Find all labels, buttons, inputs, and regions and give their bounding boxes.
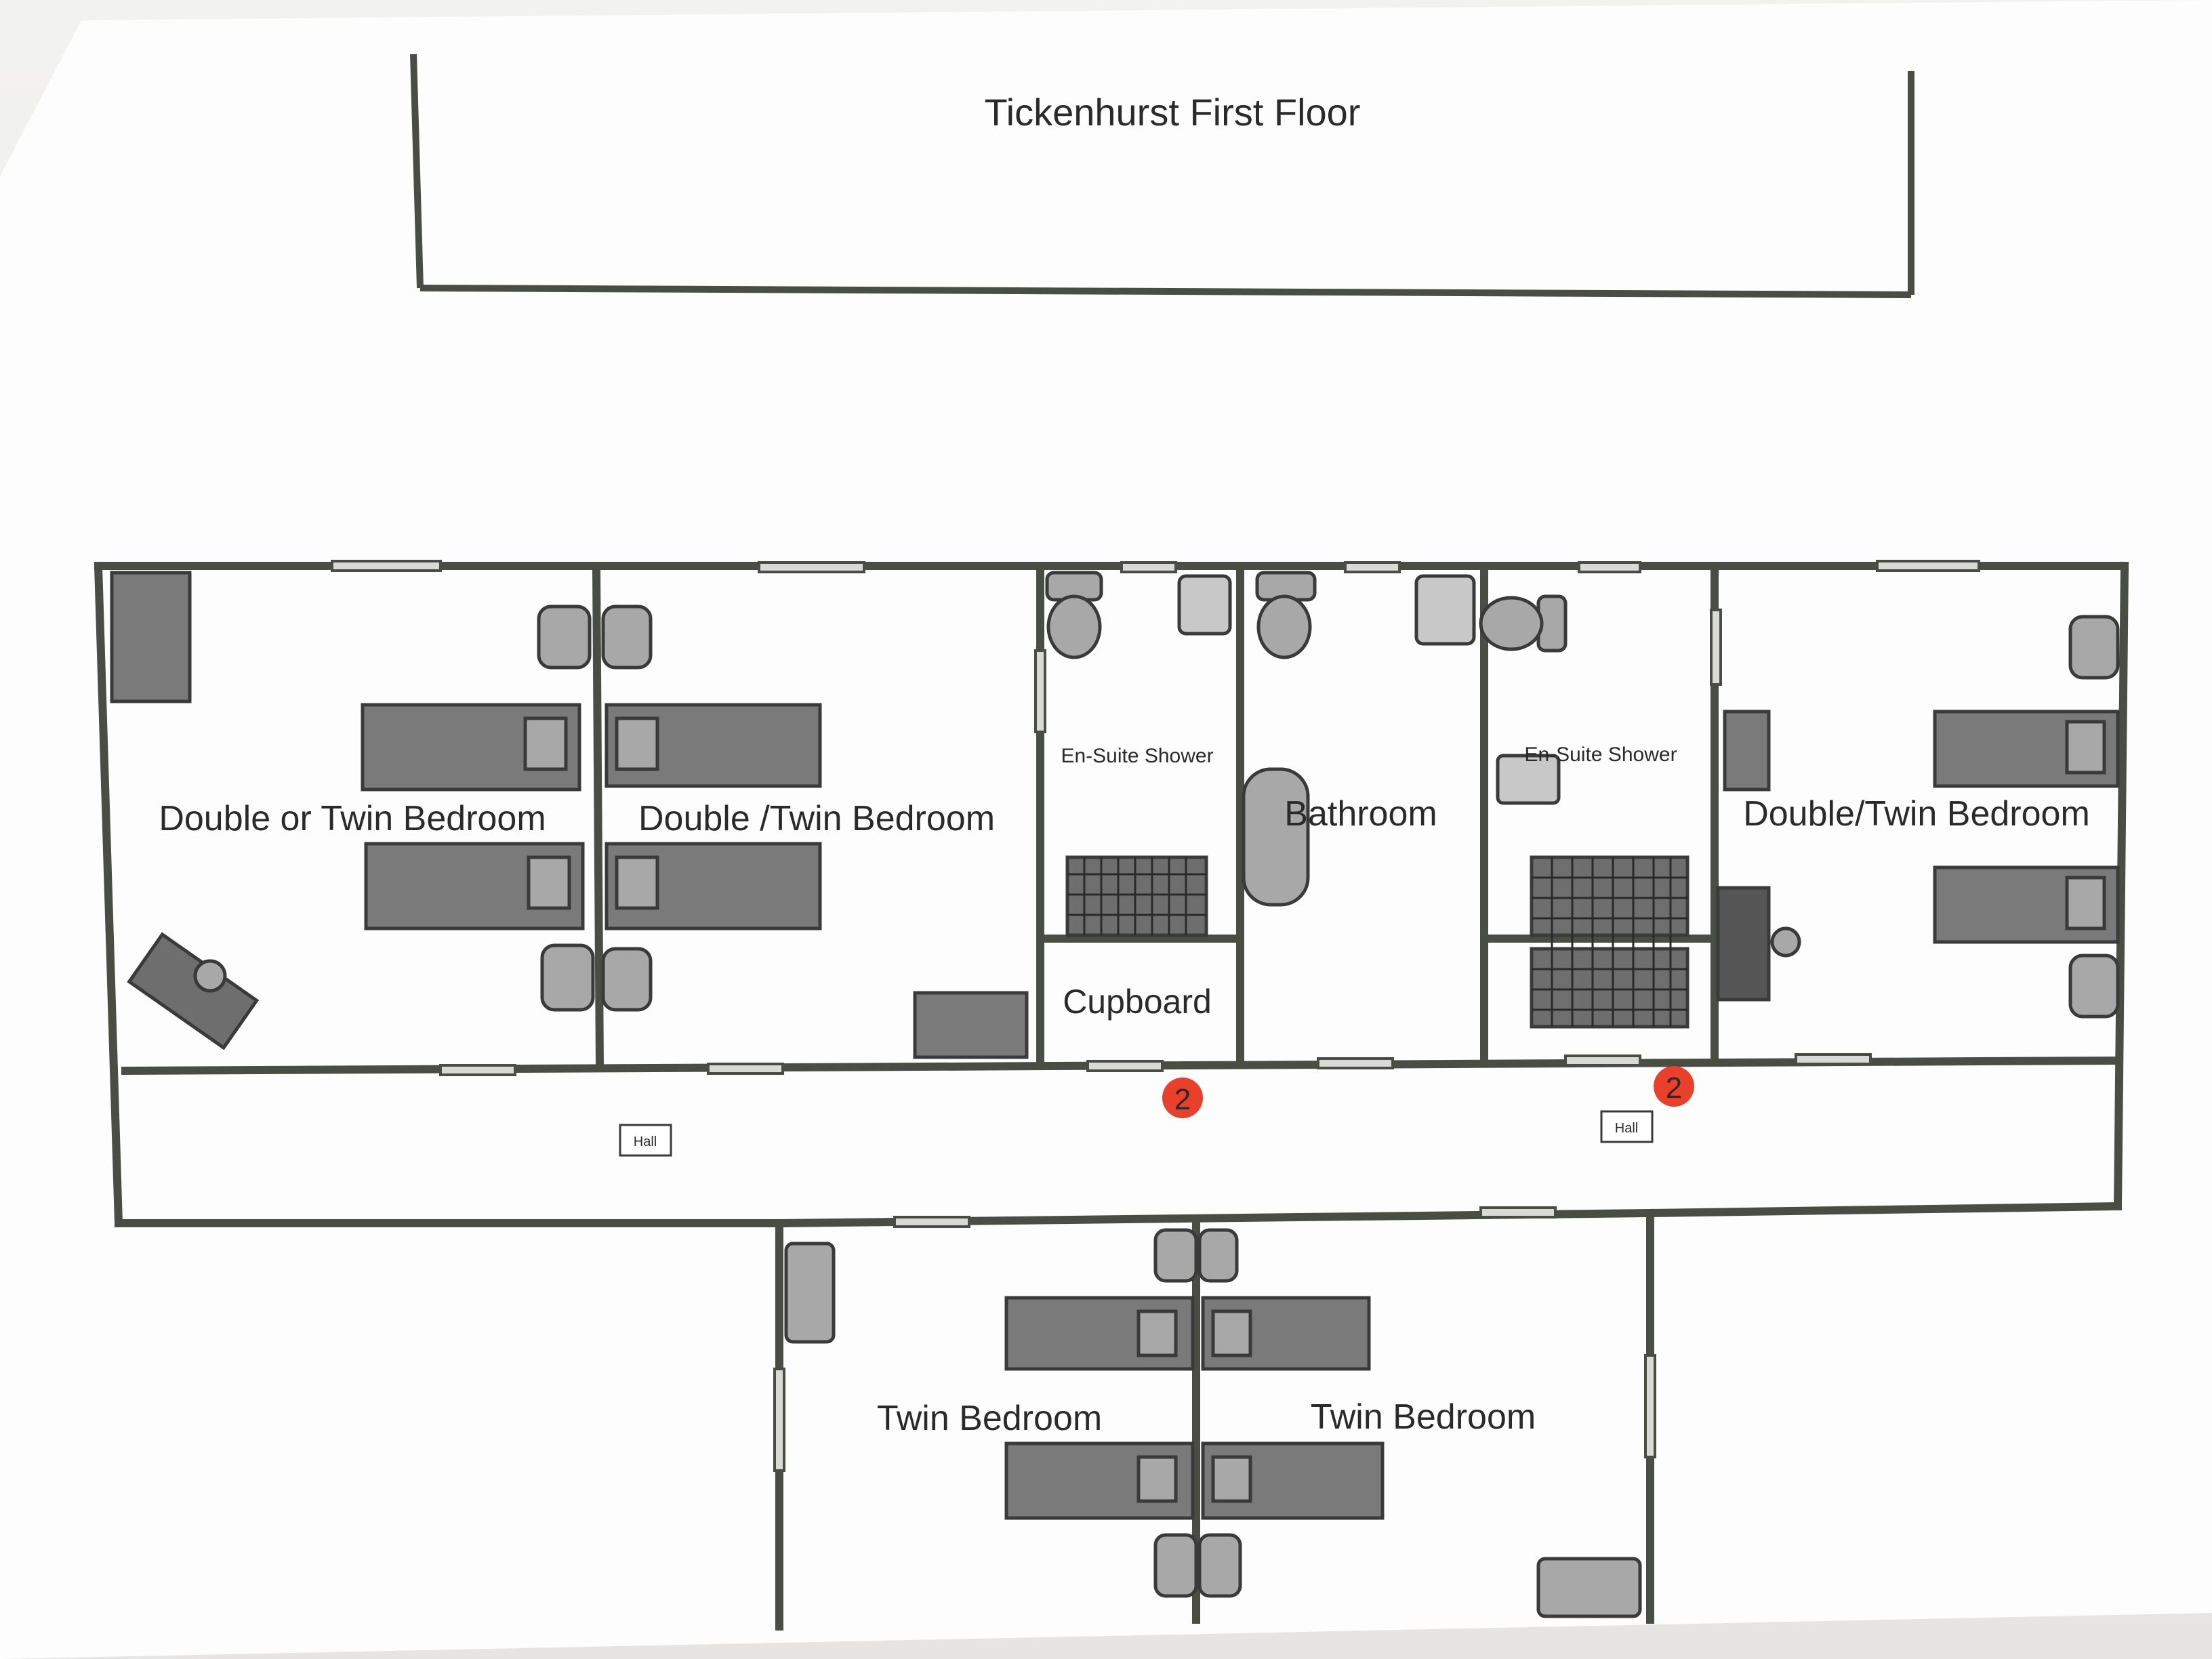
shower-tray-icon: [1065, 855, 1208, 937]
pillow-icon: [1211, 1309, 1252, 1357]
chair-icon: [601, 947, 653, 1012]
hall-tag: [1600, 1110, 1654, 1143]
pillow-icon: [1211, 1455, 1252, 1503]
chair-icon: [1197, 1228, 1239, 1283]
sink-icon: [1177, 574, 1232, 636]
chair-icon: [1153, 1228, 1198, 1283]
wardrobe-icon: [1723, 710, 1771, 792]
room-label-ensuite-2: En-Suite Shower: [1524, 743, 1677, 766]
chair-icon: [2068, 954, 2120, 1019]
marker-dot: [1654, 1066, 1694, 1107]
room-label-ensuite-1: En-Suite Shower: [1061, 745, 1213, 767]
chair-icon: [537, 605, 592, 670]
room-label-double-twin-3: Double/Twin Bedroom: [1743, 794, 2090, 834]
pillow-icon: [615, 855, 659, 910]
chair-icon: [1153, 1533, 1198, 1598]
toilet-icon: [1479, 596, 1544, 651]
room-label-bathroom: Bathroom: [1284, 794, 1437, 834]
pillow-icon: [2065, 720, 2106, 775]
windows: [331, 560, 1980, 1472]
pillow-icon: [527, 855, 571, 910]
chair-icon: [1197, 1533, 1242, 1598]
chair-icon: [2068, 615, 2120, 680]
pillow-icon: [1136, 1455, 1178, 1503]
hall-tag: [619, 1124, 672, 1157]
room-label-double-or-twin: Double or Twin Bedroom: [159, 799, 546, 838]
pillow-icon: [615, 716, 659, 771]
shower-tray-icon: [1530, 855, 1689, 937]
plan-title: Tickenhurst First Floor: [985, 91, 1361, 134]
hall-tag-label: Hall: [1615, 1121, 1638, 1136]
sink-icon: [1496, 754, 1561, 805]
shower-grid: [1067, 857, 1687, 1027]
desk-icon: [1716, 886, 1771, 1002]
chair-icon: [601, 605, 653, 670]
wardrobe-icon: [784, 1242, 836, 1344]
marker-label: 2: [1174, 1083, 1191, 1116]
room-label-twin-1: Twin Bedroom: [877, 1399, 1102, 1438]
furniture: [110, 571, 2120, 1618]
hall-tag-label: Hall: [634, 1134, 657, 1149]
shower-tray-icon: [1530, 947, 1689, 1029]
wardrobe-icon: [110, 571, 192, 703]
pillow-icon: [523, 716, 568, 771]
marker-dot: [1162, 1078, 1203, 1118]
toilet-icon: [1256, 594, 1312, 659]
sink-icon: [1414, 574, 1476, 646]
marker-label: 2: [1666, 1071, 1682, 1105]
dresser-icon: [1536, 1557, 1642, 1618]
room-label-twin-2: Twin Bedroom: [1311, 1397, 1536, 1437]
dresser-icon: [913, 991, 1029, 1059]
bathtub-icon: [1242, 767, 1310, 907]
pillow-icon: [1136, 1309, 1178, 1357]
room-label-cupboard: Cupboard: [1063, 983, 1212, 1021]
room-label-double-twin: Double /Twin Bedroom: [638, 799, 995, 838]
chair-icon: [540, 943, 595, 1012]
desk-chair-icon: [1770, 926, 1801, 958]
toilet-icon: [1046, 594, 1102, 659]
pillow-icon: [2065, 876, 2106, 930]
title-frame: [410, 54, 1914, 298]
desk-chair-icon: [193, 959, 227, 993]
